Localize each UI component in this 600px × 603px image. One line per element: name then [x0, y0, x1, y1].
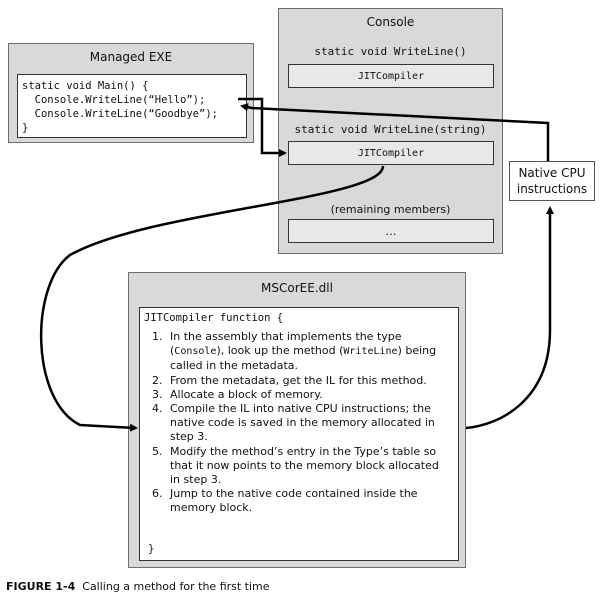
mscoree-panel: MSCorEE.dll JITCompiler function { 1. In… [128, 272, 466, 568]
figure-text: Calling a method for the first time [82, 580, 270, 593]
remaining-members-label: (remaining members) [330, 203, 451, 216]
main-code-box: static void Main() { Console.WriteLine(“… [17, 74, 247, 138]
jitcompiler-closing-brace: } [148, 543, 155, 555]
console-title: Console [366, 15, 415, 29]
step-6: 6. Jump to the native code contained ins… [152, 487, 418, 515]
writeline-string-jit-label: JITCompiler [357, 147, 425, 159]
native-cpu-line2: instructions [516, 182, 588, 196]
step-3: 3. Allocate a block of memory. [152, 387, 323, 401]
writeline-jit-slot: JITCompiler [288, 64, 494, 88]
mscoree-title: MSCorEE.dll [261, 281, 333, 295]
figure-caption: FIGURE 1-4 Calling a method for the firs… [6, 580, 270, 593]
writeline-string-jit-slot: JITCompiler [288, 141, 494, 165]
step-2-text: From the metadata, get the IL for this m… [170, 373, 427, 387]
code-line-goodbye: Console.WriteLine(“Goodbye”); [22, 108, 218, 120]
code-line-hello: Console.WriteLine(“Hello”); [22, 94, 206, 106]
code-line-main: static void Main() { [22, 80, 149, 92]
native-cpu-line1: Native CPU [518, 166, 586, 180]
remaining-members-slot: … [288, 219, 494, 243]
step-5-text: Modify the method’s entry in the Type’s … [170, 444, 439, 487]
jitcompiler-steps: 1. In the assembly that implements the t… [152, 330, 452, 516]
jitcompiler-function-header: JITCompiler function { [144, 312, 284, 324]
step-1-text: In the assembly that implements the type… [170, 330, 437, 373]
step-2: 2. From the metadata, get the IL for thi… [152, 373, 427, 387]
remaining-members-ellipsis: … [385, 224, 397, 238]
code-line-brace: } [22, 122, 29, 134]
step-6-text: Jump to the native code contained inside… [170, 487, 418, 515]
writeline-string-method-label: static void WriteLine(string) [294, 123, 487, 136]
step-1: 1. In the assembly that implements the t… [152, 330, 437, 373]
jitcompiler-function-box: JITCompiler function { 1. In the assembl… [139, 307, 459, 561]
step-5: 5. Modify the method’s entry in the Type… [152, 444, 439, 487]
step-4: 4. Compile the IL into native CPU instru… [152, 402, 435, 444]
console-panel: Console static void WriteLine() JITCompi… [278, 8, 503, 254]
native-cpu-box: Native CPU instructions [509, 161, 595, 201]
managed-exe-panel: Managed EXE static void Main() { Console… [8, 43, 254, 143]
figure-label: FIGURE 1-4 [6, 580, 76, 593]
writeline-jit-label: JITCompiler [357, 70, 425, 82]
step-4-text: Compile the IL into native CPU instructi… [170, 402, 435, 444]
writeline-method-label: static void WriteLine() [314, 45, 467, 58]
step-3-text: Allocate a block of memory. [170, 387, 323, 401]
managed-exe-title: Managed EXE [89, 50, 173, 64]
